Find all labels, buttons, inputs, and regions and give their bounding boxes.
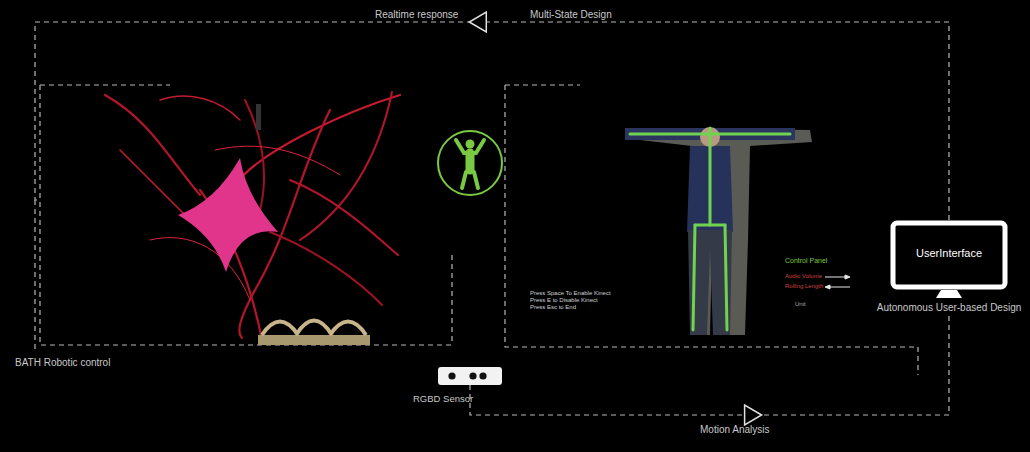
node-text: BATH Robotic control [15, 357, 110, 369]
skeleton [630, 128, 790, 330]
red-rod [270, 232, 382, 305]
flow-connector [35, 12, 949, 220]
red-rod [160, 96, 240, 120]
node-text: RGBD Sensor [413, 394, 473, 405]
kinect-body-view [625, 127, 812, 335]
red-rod [290, 180, 398, 255]
node-text: Control Panel [785, 257, 827, 265]
loop-label: Realtime response [375, 9, 458, 21]
sensor-lens [469, 372, 476, 379]
user-interface-monitor: UserInterfaceAutonomous User-based Desig… [874, 220, 1024, 316]
icon-torso [466, 153, 475, 170]
dashed-border [505, 85, 918, 375]
pink-membrane [178, 158, 278, 272]
flow-connector [470, 316, 949, 425]
dashed-connector [35, 22, 949, 220]
slider-arrows [825, 275, 850, 289]
red-rod [105, 95, 200, 195]
node-text: Press E to Disable Kinect [530, 297, 598, 304]
slider-head [845, 275, 850, 279]
physical-model [258, 321, 370, 346]
icon-head [466, 140, 475, 149]
skeleton-legs [693, 225, 727, 330]
kinect-panel: Press Space To Enable KinectPress E to D… [505, 85, 918, 347]
slider-head [825, 285, 830, 289]
edge-label: Multi-State Design [530, 9, 612, 21]
model-base [258, 335, 370, 345]
robot-panel: BATH Robotic control [40, 85, 450, 345]
red-rod [300, 92, 392, 240]
dashed-loop-line [34, 200, 35, 352]
rgbd-sensor: RGBD Sensor [438, 367, 502, 385]
node-text: Press Space To Enable Kinect [530, 290, 611, 297]
sensor-face [438, 367, 502, 385]
actuator [256, 104, 261, 130]
dashed-border [505, 84, 580, 85]
dashed-border [40, 85, 452, 345]
monitor-outline [874, 220, 1024, 316]
red-rod [120, 150, 185, 215]
hollow-arrowhead [469, 12, 486, 32]
model-ribs [262, 321, 366, 336]
gesture-icon [438, 131, 502, 195]
icon-circle [438, 131, 502, 195]
node-text: Unit [795, 301, 806, 308]
edge-label: Motion Analysis [700, 424, 769, 436]
node-text: Audio Volume [785, 273, 822, 280]
sensor-lens [448, 372, 455, 379]
panel-borders [35, 85, 918, 375]
skeleton-arms [630, 133, 790, 136]
skeleton-spine [709, 128, 712, 225]
node-text: Rolling Length [785, 283, 823, 290]
point-cloud [640, 128, 812, 335]
icon-legs [462, 172, 478, 188]
icon-figure [456, 140, 484, 188]
dashed-border [40, 84, 170, 85]
dashed-border [451, 255, 452, 345]
node-text: Press Esc to End [530, 304, 576, 311]
skeleton-hips [695, 224, 725, 227]
node-text: Autonomous User-based Design [868, 302, 1030, 314]
dashed-connector [470, 316, 949, 415]
hollow-arrowhead [745, 405, 762, 425]
node-text: UserInterface [874, 247, 1024, 260]
monitor-stand [936, 290, 962, 298]
sensor-lens [479, 372, 486, 379]
robotic-frame-illustration [105, 92, 400, 340]
